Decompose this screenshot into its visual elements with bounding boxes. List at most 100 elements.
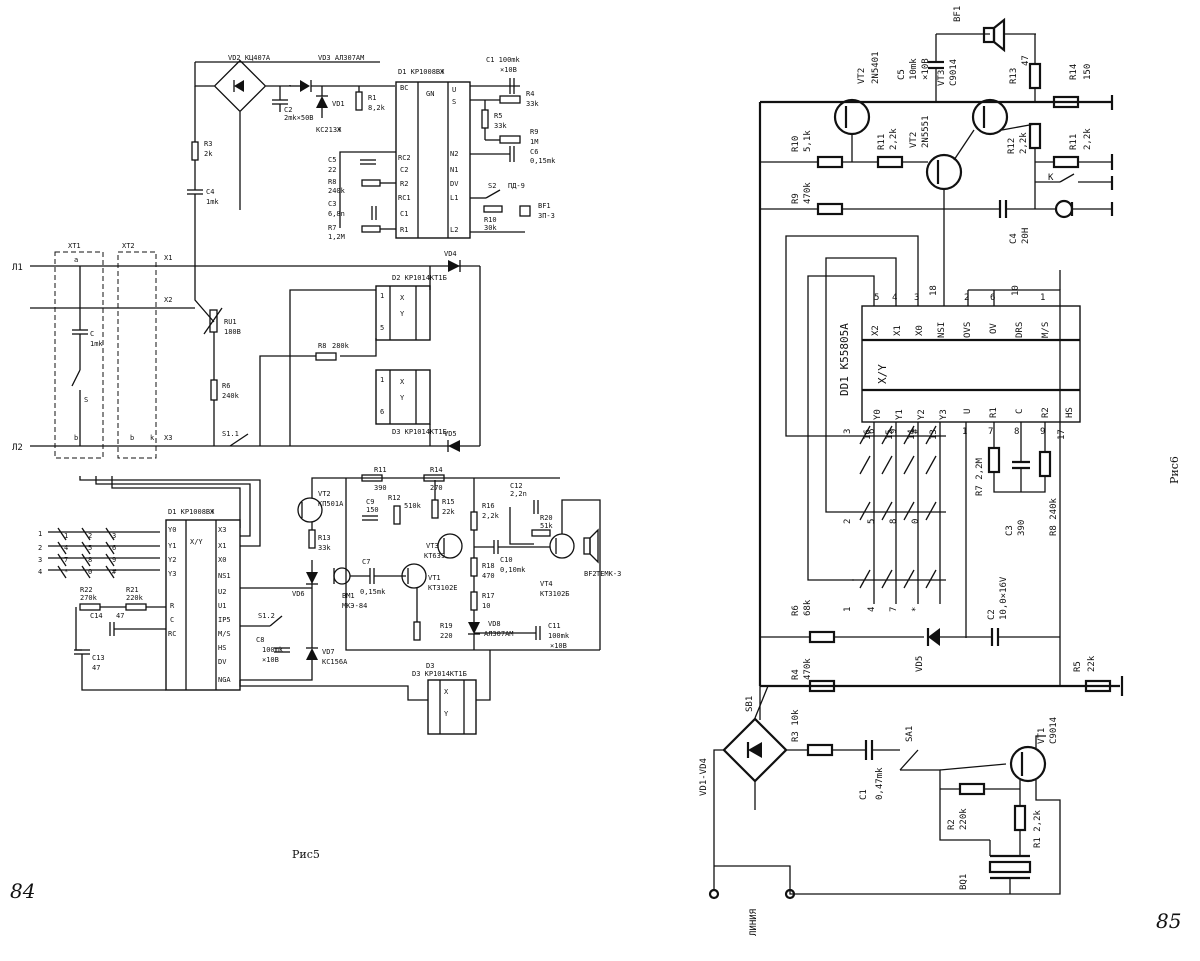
sb1-label: SB1 xyxy=(745,696,755,712)
resistor-r14-fig6: R14 150 xyxy=(1054,64,1093,107)
svg-text:510k: 510k xyxy=(404,502,422,510)
svg-text:×10В: ×10В xyxy=(921,58,931,80)
svg-text:270: 270 xyxy=(430,484,443,492)
svg-text:R3: R3 xyxy=(204,140,212,148)
capacitor-c11: C11 100mk ×10В xyxy=(536,622,570,650)
svg-text:6: 6 xyxy=(380,408,384,416)
svg-text:HS: HS xyxy=(218,644,226,652)
svg-text:R2: R2 xyxy=(400,180,408,188)
fig5-caption: Рис5 xyxy=(292,848,320,861)
svg-text:U: U xyxy=(452,86,456,94)
svg-text:C: C xyxy=(170,616,174,624)
svg-text:R21: R21 xyxy=(126,586,139,594)
svg-text:5: 5 xyxy=(88,544,92,552)
svg-text:C2: C2 xyxy=(987,609,997,620)
svg-text:DRS: DRS xyxy=(1015,322,1025,338)
svg-text:DD1 K55805A: DD1 K55805A xyxy=(838,323,851,396)
resistor-r22: R22 270k xyxy=(80,586,100,610)
svg-text:КС213Ж: КС213Ж xyxy=(316,126,342,134)
svg-text:R16: R16 xyxy=(482,502,495,510)
svg-text:22k: 22k xyxy=(1087,655,1097,672)
svg-text:R13: R13 xyxy=(318,534,331,542)
svg-text:R1: R1 xyxy=(989,407,999,418)
capacitor-c2-fig6: C2 10,0×16V xyxy=(987,576,1009,646)
svg-text:NGA: NGA xyxy=(218,676,231,684)
d1-top-label: D1 КР1008ВЖ xyxy=(398,68,445,76)
svg-text:R12: R12 xyxy=(1007,138,1017,154)
svg-text:X3: X3 xyxy=(218,526,226,534)
svg-text:DV: DV xyxy=(450,180,459,188)
svg-text:2,2k: 2,2k xyxy=(1083,128,1093,150)
svg-text:5: 5 xyxy=(380,324,384,332)
svg-text:100mk: 100mk xyxy=(262,646,284,654)
svg-text:22: 22 xyxy=(328,166,336,174)
svg-text:R2: R2 xyxy=(947,819,957,830)
svg-text:390: 390 xyxy=(1017,520,1027,536)
svg-text:C13: C13 xyxy=(92,654,105,662)
svg-text:R12: R12 xyxy=(388,494,401,502)
svg-text:2,2k: 2,2k xyxy=(889,128,899,150)
capacitor-c6: C6 0,15mk xyxy=(510,146,556,165)
svg-text:Y2: Y2 xyxy=(917,409,927,420)
svg-text:2: 2 xyxy=(88,532,92,540)
svg-text:68k: 68k xyxy=(803,599,813,616)
svg-text:#: # xyxy=(112,568,117,576)
svg-text:b: b xyxy=(74,434,78,442)
svg-text:R5: R5 xyxy=(1073,661,1083,672)
svg-text:L1: L1 xyxy=(450,194,458,202)
svg-text:2,2n: 2,2n xyxy=(510,490,527,498)
svg-text:C: C xyxy=(90,330,94,338)
svg-text:1M: 1M xyxy=(530,138,538,146)
svg-text:R2: R2 xyxy=(1041,407,1051,418)
svg-text:8: 8 xyxy=(1014,427,1019,437)
svg-text:1: 1 xyxy=(380,376,384,384)
svg-text:7: 7 xyxy=(64,556,68,564)
svg-text:U2: U2 xyxy=(218,588,226,596)
capacitor-c14: C14 47 xyxy=(90,612,124,636)
resistor-r8-fig6: R8 240k xyxy=(1040,452,1059,536)
resistor-r11b-fig6: R11 2,2k xyxy=(1054,128,1093,167)
resistor-r4: R4 33k xyxy=(500,90,539,108)
svg-text:K: K xyxy=(1048,173,1054,183)
chip-d1-keypad: D1 КР1008ВЖ X/Y Y0 Y1 Y2 Y3 R C RC X3 X1… xyxy=(166,508,240,690)
svg-text:ХТ1: ХТ1 xyxy=(68,242,81,250)
svg-text:C9014: C9014 xyxy=(1049,717,1059,744)
resistor-r15: R15 22k xyxy=(432,498,455,518)
transistor-vt2-5551: VT2 2N5551 xyxy=(909,115,961,189)
svg-text:ПД-9: ПД-9 xyxy=(508,182,525,190)
svg-text:*: * xyxy=(64,568,68,576)
svg-text:4: 4 xyxy=(867,607,877,612)
svg-text:КП501А: КП501А xyxy=(318,500,344,508)
svg-text:BF1: BF1 xyxy=(953,6,963,22)
svg-text:SA1: SA1 xyxy=(905,726,915,742)
svg-text:N1: N1 xyxy=(450,166,458,174)
svg-text:R8: R8 xyxy=(318,342,326,350)
svg-text:Y3: Y3 xyxy=(168,570,176,578)
svg-text:R1 2,2k: R1 2,2k xyxy=(1033,809,1043,848)
svg-text:VD4: VD4 xyxy=(444,250,457,258)
svg-text:U: U xyxy=(963,409,973,414)
resistor-r6: R6 240k xyxy=(211,380,240,400)
svg-text:5: 5 xyxy=(867,519,877,524)
svg-text:RU1: RU1 xyxy=(224,318,237,326)
svg-text:VT2: VT2 xyxy=(318,490,331,498)
svg-text:R15: R15 xyxy=(442,498,455,506)
capacitor-c10: C10 0,10mk xyxy=(494,540,526,574)
svg-text:*: * xyxy=(911,607,921,612)
svg-text:17: 17 xyxy=(1057,429,1067,440)
svg-text:R8: R8 xyxy=(328,178,336,186)
capacitor-c1-fig6: C1 0,47mk xyxy=(859,740,885,800)
svg-text:R11: R11 xyxy=(1069,134,1079,150)
svg-text:×10В: ×10В xyxy=(262,656,279,664)
svg-text:2mk×50В: 2mk×50В xyxy=(284,114,314,122)
svg-text:47: 47 xyxy=(1021,55,1031,66)
diode-bridge-vd1-vd4: VD1-VD4 xyxy=(699,719,786,796)
svg-text:1: 1 xyxy=(1040,293,1045,303)
svg-text:8: 8 xyxy=(88,556,92,564)
svg-text:C5: C5 xyxy=(897,69,907,80)
capacitor-c4-fig6: C4 20Н xyxy=(1000,200,1031,244)
varistor-ru1: RU1 180В xyxy=(204,308,241,336)
svg-text:b: b xyxy=(130,434,134,442)
svg-text:470k: 470k xyxy=(803,658,813,680)
